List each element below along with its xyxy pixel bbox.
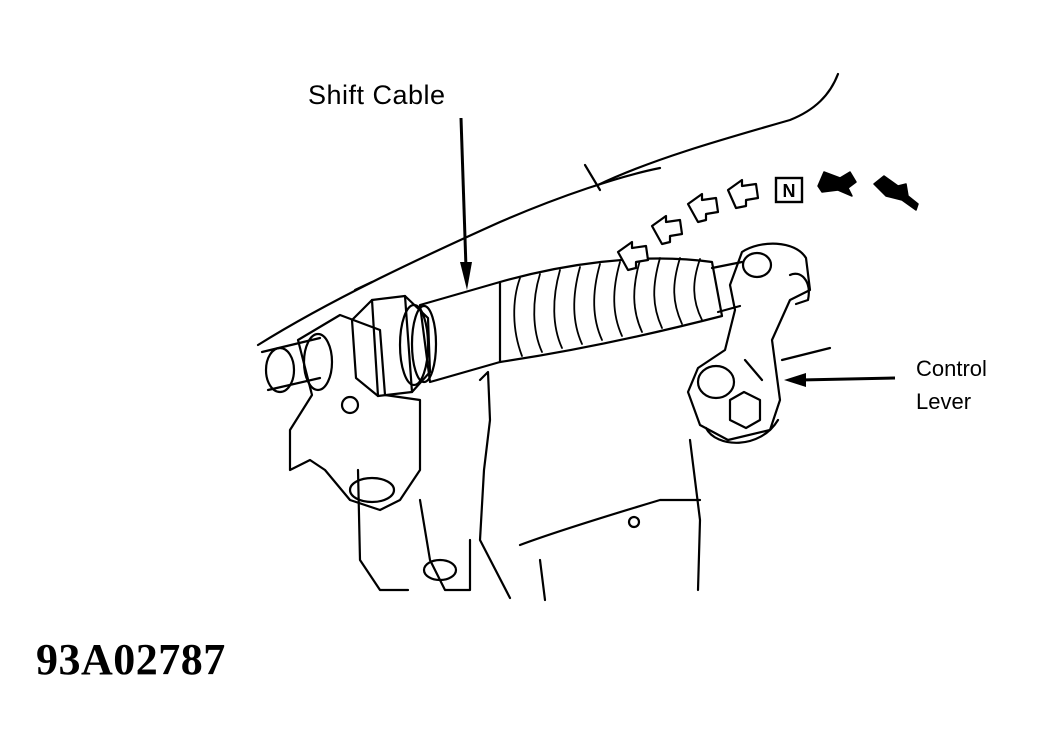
housing-left-edge — [353, 280, 374, 292]
housing-body-left — [478, 370, 512, 600]
neutral-marker-label: N — [783, 181, 796, 201]
shift-cable-pointer — [459, 117, 472, 290]
gear-marker-2-icon — [650, 214, 684, 246]
cable-sleeve-end — [410, 304, 438, 384]
neutral-marker: N — [774, 176, 804, 204]
housing-upper-curve — [256, 166, 662, 347]
gear-marker-1-icon — [616, 240, 650, 272]
shift-cable-label: Shift Cable — [308, 80, 446, 110]
control-lever — [686, 242, 812, 442]
bracket-mid-bushing — [348, 476, 396, 504]
housing-bolt-hole — [627, 515, 641, 529]
housing-step-lower — [538, 558, 547, 602]
housing-top-ridge — [596, 72, 840, 187]
control-lever-inner-line — [743, 358, 764, 382]
hex-nut — [350, 294, 432, 398]
cable-rod-collar — [302, 332, 334, 392]
housing-ridge-fold — [583, 163, 602, 192]
control-lever-top-hole — [741, 251, 773, 279]
gear-position-markers — [616, 178, 760, 272]
gear-marker-6-icon — [873, 175, 919, 211]
cable-sleeve — [418, 280, 502, 384]
rubber-boot-ribs — [513, 257, 703, 357]
figure-code: 93A02787 — [36, 635, 226, 684]
control-lever-bolt — [728, 390, 762, 430]
rubber-boot-outline — [498, 257, 724, 364]
gear-marker-3-icon — [686, 192, 720, 224]
gear-filled-markers — [817, 171, 919, 211]
control-lever-base — [704, 418, 780, 444]
lock-washer — [398, 303, 430, 387]
bracket-lower-stem — [418, 498, 472, 592]
control-lever-pivot — [696, 364, 736, 400]
control-lever-pointer — [784, 373, 896, 387]
bracket-lower-bushing — [422, 558, 458, 582]
bracket-hole — [340, 395, 360, 415]
housing-right-line — [780, 346, 832, 362]
control-lever-label-line2: Lever — [916, 389, 972, 414]
housing-body-right — [688, 438, 702, 592]
bracket-side — [356, 468, 410, 592]
cable-rod-end — [264, 346, 296, 394]
control-lever-label-line1: Control — [916, 356, 987, 381]
control-lever-tab — [788, 272, 810, 306]
bracket-plate — [288, 313, 422, 512]
housing-step — [518, 498, 702, 547]
gear-marker-4-icon — [726, 178, 760, 210]
gear-marker-5-icon — [817, 171, 857, 197]
